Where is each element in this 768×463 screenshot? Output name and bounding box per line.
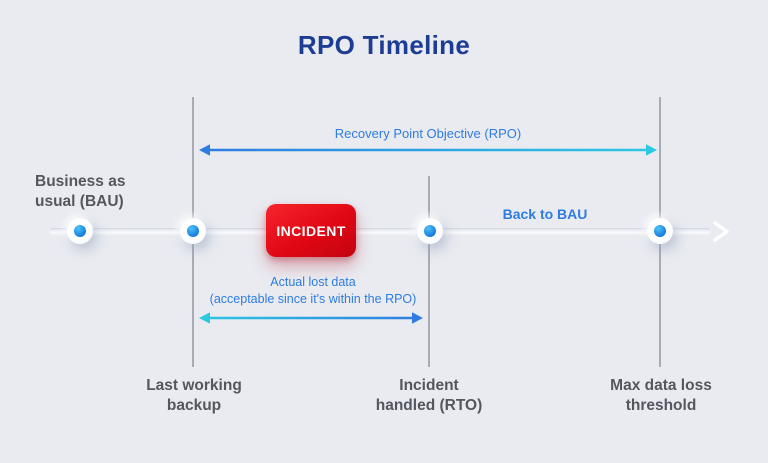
timeline-node-backup	[180, 218, 206, 244]
milestone-label-threshold: Max data loss threshold	[610, 377, 712, 415]
node-dot-icon	[424, 225, 436, 237]
lost-data-double-arrow-icon	[199, 312, 423, 324]
back-to-bau-label: Back to BAU	[502, 206, 588, 222]
incident-badge: INCIDENT	[266, 204, 356, 257]
node-dot-icon	[654, 225, 666, 237]
node-dot-icon	[74, 225, 86, 237]
milestone-label-rto: Incident handled (RTO)	[375, 377, 483, 415]
page-title: RPO Timeline	[297, 30, 471, 60]
timeline-node-rto	[417, 218, 443, 244]
rpo-double-arrow-icon	[199, 144, 657, 156]
timeline-node-bau	[67, 218, 93, 244]
guide-line-rto	[428, 176, 430, 367]
incident-badge-label: INCIDENT	[276, 222, 346, 239]
rpo-span-label: Recovery Point Objective (RPO)	[334, 126, 522, 141]
lost-data-label: Actual lost data (acceptable since it's …	[209, 275, 417, 306]
timeline-node-threshold	[647, 218, 673, 244]
node-dot-icon	[187, 225, 199, 237]
timeline-track	[50, 228, 710, 233]
timeline-arrow-icon	[713, 221, 729, 242]
bau-label: Business as usual (BAU)	[35, 173, 126, 211]
milestone-label-backup: Last working backup	[146, 377, 242, 415]
